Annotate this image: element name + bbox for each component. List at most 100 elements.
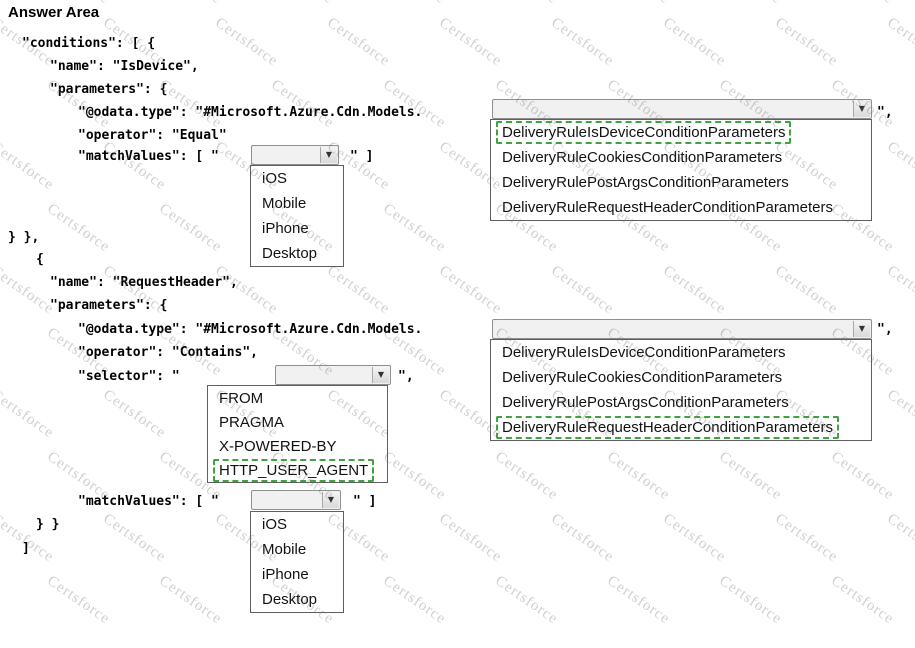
watermark-text: Certsforce: [716, 0, 785, 8]
odata-type-dropdown-1[interactable]: ▼: [492, 99, 872, 119]
watermark-text: Certsforce: [100, 386, 169, 442]
code-c2-parameters: "parameters": {: [50, 298, 168, 313]
code-c1-operator: "operator": "Equal": [78, 128, 227, 143]
device-values-list-1: iOS Mobile iPhone Desktop: [250, 165, 344, 267]
list-option[interactable]: FROM: [208, 386, 387, 410]
watermark-text: Certsforce: [828, 572, 897, 628]
list-option[interactable]: HTTP_USER_AGENT: [208, 458, 387, 482]
code-c2-odata-suffix: ",: [877, 322, 893, 337]
watermark-text: Certsforce: [884, 510, 915, 566]
option-label: DeliveryRulePostArgsConditionParameters: [502, 174, 789, 191]
code-c1-name: "name": "IsDevice",: [50, 59, 199, 74]
watermark-text: Certsforce: [716, 572, 785, 628]
list-option[interactable]: iPhone: [251, 216, 343, 241]
option-label: FROM: [219, 389, 264, 407]
option-label: iPhone: [262, 566, 309, 583]
watermark-text: Certsforce: [100, 510, 169, 566]
watermark-text: Certsforce: [716, 448, 785, 504]
watermark-text: Certsforce: [100, 138, 169, 194]
watermark-text: Certsforce: [324, 14, 393, 70]
list-option[interactable]: Desktop: [251, 241, 343, 266]
watermark-text: Certsforce: [772, 510, 841, 566]
option-label: iOS: [262, 170, 288, 187]
code-c2-selector-suffix: ",: [398, 369, 414, 384]
dropdown-arrow-button[interactable]: ▼: [372, 367, 389, 383]
option-label: X-POWERED-BY: [219, 437, 337, 455]
option-label: DeliveryRuleCookiesConditionParameters: [502, 369, 783, 386]
code-c2-selector-label: "selector": ": [78, 369, 180, 384]
watermark-text: Certsforce: [0, 449, 1, 504]
option-label: Desktop: [262, 245, 318, 262]
code-c1-odata-label: "@odata.type": "#Microsoft.Azure.Cdn.Mod…: [78, 105, 423, 120]
code-c1-odata-suffix: ",: [877, 105, 893, 120]
watermark-text: Certsforce: [884, 138, 915, 194]
watermark-text: Certsforce: [0, 573, 1, 628]
watermark-text: Certsforce: [660, 262, 729, 318]
code-c1-parameters: "parameters": {: [50, 82, 168, 97]
option-label: Desktop: [262, 591, 318, 608]
watermark-text: Certsforce: [604, 448, 673, 504]
code-c2-close: } }: [36, 517, 60, 532]
list-option[interactable]: DeliveryRulePostArgsConditionParameters: [491, 390, 871, 415]
dropdown-arrow-button[interactable]: ▼: [853, 321, 870, 337]
watermark-text: Certsforce: [380, 0, 449, 8]
watermark-text: Certsforce: [212, 14, 281, 70]
list-option[interactable]: DeliveryRuleIsDeviceConditionParameters: [491, 340, 871, 365]
code-c1-close: } },: [8, 230, 40, 245]
watermark-text: Certsforce: [492, 572, 561, 628]
page-title: Answer Area: [8, 4, 100, 21]
option-label: iPhone: [262, 220, 309, 237]
watermark-text: Certsforce: [772, 262, 841, 318]
list-option[interactable]: iOS: [251, 512, 343, 537]
dropdown-arrow-button[interactable]: ▼: [853, 101, 870, 117]
code-c2-odata-label: "@odata.type": "#Microsoft.Azure.Cdn.Mod…: [78, 322, 423, 337]
watermark-text: Certsforce: [0, 0, 1, 8]
watermark-text: Certsforce: [44, 200, 113, 256]
watermark-text: Certsforce: [548, 510, 617, 566]
list-option[interactable]: DeliveryRuleIsDeviceConditionParameters: [491, 120, 871, 145]
list-option[interactable]: DeliveryRuleCookiesConditionParameters: [491, 365, 871, 390]
list-option[interactable]: PRAGMA: [208, 410, 387, 434]
list-option[interactable]: DeliveryRuleRequestHeaderConditionParame…: [491, 195, 871, 220]
dropdown-arrow-button[interactable]: ▼: [320, 147, 337, 163]
list-option[interactable]: X-POWERED-BY: [208, 434, 387, 458]
watermark-text: Certsforce: [156, 0, 225, 8]
chevron-down-icon: ▼: [325, 150, 333, 159]
watermark-text: Certsforce: [604, 0, 673, 8]
device-values-list-2: iOS Mobile iPhone Desktop: [250, 511, 344, 613]
list-option[interactable]: iOS: [251, 166, 343, 191]
watermark-text: Certsforce: [0, 138, 57, 194]
list-option[interactable]: Desktop: [251, 587, 343, 612]
option-label: DeliveryRuleIsDeviceConditionParameters: [502, 344, 786, 361]
chevron-down-icon: ▼: [327, 495, 335, 504]
watermark-text: Certsforce: [660, 14, 729, 70]
watermark-text: Certsforce: [660, 510, 729, 566]
option-label: iOS: [262, 516, 288, 533]
selector-dropdown[interactable]: ▼: [275, 365, 391, 385]
list-option[interactable]: DeliveryRuleCookiesConditionParameters: [491, 145, 871, 170]
code-c2-matchvalues-label: "matchValues": [ ": [78, 494, 219, 509]
option-label: DeliveryRulePostArgsConditionParameters: [502, 394, 789, 411]
watermark-text: Certsforce: [492, 448, 561, 504]
option-label: DeliveryRuleIsDeviceConditionParameters: [496, 121, 792, 144]
watermark-text: Certsforce: [436, 510, 505, 566]
option-label: DeliveryRuleCookiesConditionParameters: [502, 149, 783, 166]
watermark-text: Certsforce: [436, 14, 505, 70]
list-option[interactable]: DeliveryRulePostArgsConditionParameters: [491, 170, 871, 195]
matchvalues-dropdown-2[interactable]: ▼: [251, 490, 341, 510]
watermark-text: Certsforce: [0, 262, 57, 318]
option-label: DeliveryRuleRequestHeaderConditionParame…: [496, 416, 839, 439]
matchvalues-dropdown-1[interactable]: ▼: [251, 145, 339, 165]
code-c2-name: "name": "RequestHeader",: [50, 275, 238, 290]
odata-type-dropdown-2[interactable]: ▼: [492, 319, 872, 339]
code-c2-matchvalues-suffix: " ]: [353, 494, 377, 509]
watermark-text: Certsforce: [548, 14, 617, 70]
list-option[interactable]: Mobile: [251, 537, 343, 562]
watermark-text: Certsforce: [492, 0, 561, 8]
list-option[interactable]: iPhone: [251, 562, 343, 587]
dropdown-arrow-button[interactable]: ▼: [322, 492, 339, 508]
watermark-text: Certsforce: [0, 325, 1, 380]
list-option[interactable]: Mobile: [251, 191, 343, 216]
list-option[interactable]: DeliveryRuleRequestHeaderConditionParame…: [491, 415, 871, 440]
